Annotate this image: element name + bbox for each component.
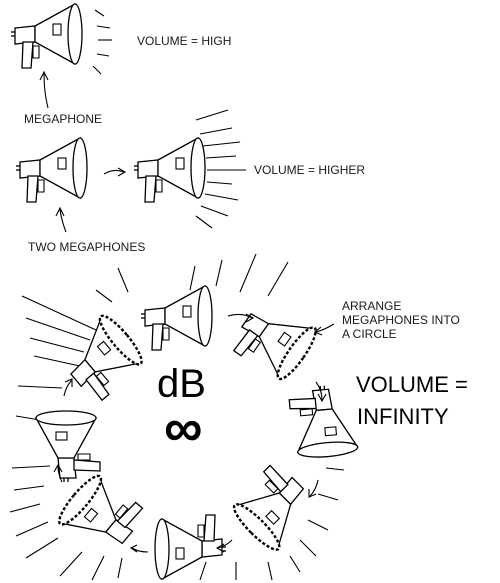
arrange-caption: ARRANGE MEGAPHONES INTO A CIRCLE [342, 299, 472, 341]
arrow-icon [227, 313, 255, 323]
megaphone-label: MEGAPHONE [24, 112, 103, 126]
sound-wave-icon [92, 9, 112, 75]
arrange-line-1: ARRANGE [342, 299, 402, 313]
arrow-icon [55, 206, 67, 233]
volume-high-label: VOLUME = HIGH [137, 34, 232, 48]
volume-higher-label: VOLUME = HIGHER [254, 163, 366, 177]
arrow-icon [53, 463, 63, 483]
megaphone-icon [133, 137, 206, 203]
infinity-symbol: ∞ [164, 398, 203, 458]
arrow-icon [129, 544, 149, 553]
arrange-line-3: A CIRCLE [342, 327, 397, 341]
megaphone-icon [287, 382, 359, 461]
megaphone-icon [154, 514, 227, 580]
sound-wave-icon [195, 109, 246, 229]
arrow-icon [308, 479, 319, 498]
two-megaphones-label: TWO MEGAPHONES [28, 240, 146, 254]
megaphone-icon [10, 3, 83, 69]
megaphone-icon [35, 410, 101, 483]
volume-infinity-line-1: VOLUME = [356, 372, 468, 397]
megaphone-icon [53, 309, 150, 406]
arrow-icon [313, 323, 335, 336]
arrow-icon [63, 378, 73, 397]
arrow-icon [315, 381, 327, 403]
arrow-icon [215, 539, 233, 553]
decibel-label: dB [157, 362, 206, 406]
megaphone-icon [140, 285, 213, 351]
arrow-icon [103, 167, 127, 177]
volume-infinity-line-2: INFINITY [357, 404, 449, 429]
arrange-line-2: MEGAPHONES INTO [342, 313, 460, 327]
megaphone-icon [226, 292, 323, 387]
megaphone-icon [225, 459, 323, 556]
arrow-icon [39, 70, 49, 109]
megaphone-icon [15, 137, 88, 203]
